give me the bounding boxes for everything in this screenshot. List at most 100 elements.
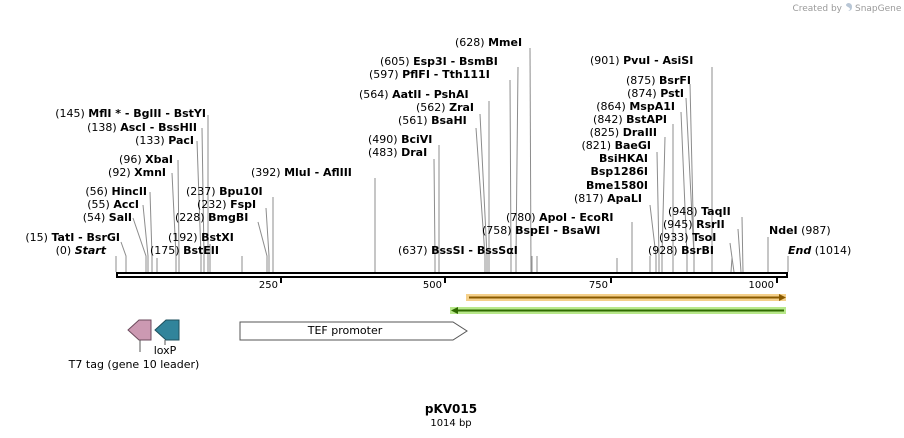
plasmid-length: 1014 bp [430, 418, 471, 429]
site-mspa1i: (864) MspA1I [596, 100, 675, 113]
loxp-label: loxP [154, 344, 177, 357]
site-zrai: (562) ZraI [416, 101, 474, 114]
leader-hincii [149, 191, 153, 272]
leader-pflfi [509, 79, 512, 272]
site-bsssi: (637) BssSI - BssSαI [398, 244, 518, 257]
site-rsrii: (945) RsrII [663, 218, 725, 231]
site-acci: (55) AccI [87, 198, 139, 211]
t7-tag-arrow [127, 319, 152, 341]
site-bme1580i: Bme1580I [586, 179, 648, 192]
site-bsahi: (561) BsaHI [398, 114, 467, 127]
leader-sali [132, 217, 147, 272]
site-aatii: (564) AatII - PshAI [359, 88, 469, 101]
site-bsihkai: BsiHKAI [599, 152, 648, 165]
t7-tag-label: T7 tag (gene 10 leader) [68, 358, 200, 371]
leader-asci [201, 127, 205, 272]
tef-promoter-arrow [239, 321, 468, 341]
site-mfli: (145) MflI * - BglII - BstYI [55, 107, 206, 120]
tick-1000: 1000 [749, 278, 778, 291]
tick-label-250: 250 [259, 280, 278, 291]
loxp-arrow [154, 319, 180, 341]
features: T7 tag (gene 10 leader) loxP TEF promote… [68, 294, 786, 371]
site-bsrfi: (875) BsrFI [626, 74, 691, 87]
leader-mmei [529, 47, 532, 273]
tick-500: 500 [423, 278, 446, 291]
site-leader-lines [115, 47, 789, 273]
leader-taqii [741, 216, 744, 273]
feature-orange-arrow [466, 294, 786, 301]
site-bstxi: (192) BstXI [168, 231, 234, 244]
feature-green-arrow [450, 307, 786, 314]
feature-t7-tag: T7 tag (gene 10 leader) [68, 319, 200, 371]
feature-loxp: loxP [154, 319, 180, 357]
leader-draiii [661, 136, 666, 272]
leader-rsrii [737, 228, 742, 273]
site-bsp1286i: Bsp1286I [590, 165, 648, 178]
site-baegi: (821) BaeGI [582, 139, 651, 152]
leader-bsrfi [689, 83, 695, 272]
site-bsrbi: (928) BsrBI [648, 244, 714, 257]
leader-paci [196, 140, 202, 272]
site-bspei: (758) BspEI - BsaWI [482, 224, 600, 237]
site-tati: (15) TatI - BsrGI [25, 231, 120, 244]
site-apali: (817) ApaLI [574, 192, 642, 205]
site-asci: (138) AscI - BssHII [87, 121, 197, 134]
site-apoi: (780) ApoI - EcoRI [506, 211, 614, 224]
site-xmni: (92) XmnI [108, 166, 166, 179]
site-fspi: (232) FspI [197, 198, 256, 211]
leader-bsahi [475, 127, 486, 272]
leader-xbai [177, 159, 180, 272]
leader-apali [649, 204, 657, 272]
scale-ticks: 250 500 750 1000 [259, 278, 778, 291]
tick-label-750: 750 [589, 280, 608, 291]
site-psti: (874) PstI [627, 87, 684, 100]
backbone [116, 272, 788, 278]
restriction-sites: (0) Start (15) TatI - BsrGI (54) SalI (5… [25, 36, 851, 257]
tick-label-500: 500 [423, 280, 442, 291]
leader-esp3i [515, 66, 519, 272]
site-draiii: (825) DraIII [590, 126, 657, 139]
feature-tef-promoter: TEF promoter [239, 321, 468, 341]
site-bstapi: (842) BstAPI [593, 113, 667, 126]
site-hincii: (56) HincII [85, 185, 147, 198]
site-bsteii: (175) BstEII [150, 244, 219, 257]
site-paci: (133) PacI [135, 134, 194, 147]
leader-bsrbi [730, 257, 733, 273]
leader-zrai [479, 113, 488, 272]
leader-drai [433, 158, 436, 272]
site-bmgbi: (228) BmgBI [175, 211, 248, 224]
site-bcivi: (490) BciVI [368, 133, 432, 146]
tick-250: 250 [259, 278, 282, 291]
site-bpu10i: (237) Bpu10I [186, 185, 263, 198]
leader-acci [142, 204, 149, 272]
site-pflfi: (597) PflFI - Tth111I [369, 68, 490, 81]
site-taqii: (948) TaqII [668, 205, 731, 218]
tick-750: 750 [589, 278, 612, 291]
leader-fspi [265, 207, 270, 272]
tick-label-1000: 1000 [749, 280, 774, 291]
site-drai: (483) DraI [368, 146, 427, 159]
site-esp3i: (605) Esp3I - BsmBI [380, 55, 498, 68]
leader-bmgbi [257, 221, 268, 272]
tef-promoter-label: TEF promoter [307, 324, 383, 337]
site-sali: (54) SalI [83, 211, 132, 224]
site-mlui: (392) MluI - AflIII [251, 166, 352, 179]
map-title: pKV015 1014 bp [425, 402, 477, 429]
site-ndei: NdeI (987) [769, 224, 831, 237]
snapgene-logo-icon [846, 3, 852, 11]
site-tsoi: (933) TsoI [659, 231, 716, 244]
site-end: End (1014) [788, 244, 851, 257]
leader-xmni [171, 172, 177, 272]
site-mmei: (628) MmeI [455, 36, 522, 49]
leader-baegi [656, 151, 660, 272]
credit-prefix: Created by [792, 4, 842, 14]
snapgene-credit: Created by SnapGene [792, 3, 902, 14]
leader-mspa1i [680, 111, 688, 272]
leader-tati [120, 241, 127, 272]
site-start: (0) Start [56, 244, 107, 257]
leader-tsoi [729, 242, 735, 273]
plasmid-name: pKV015 [425, 402, 477, 416]
credit-brand: SnapGene [855, 4, 902, 14]
site-pvui: (901) PvuI - AsiSI [590, 54, 693, 67]
